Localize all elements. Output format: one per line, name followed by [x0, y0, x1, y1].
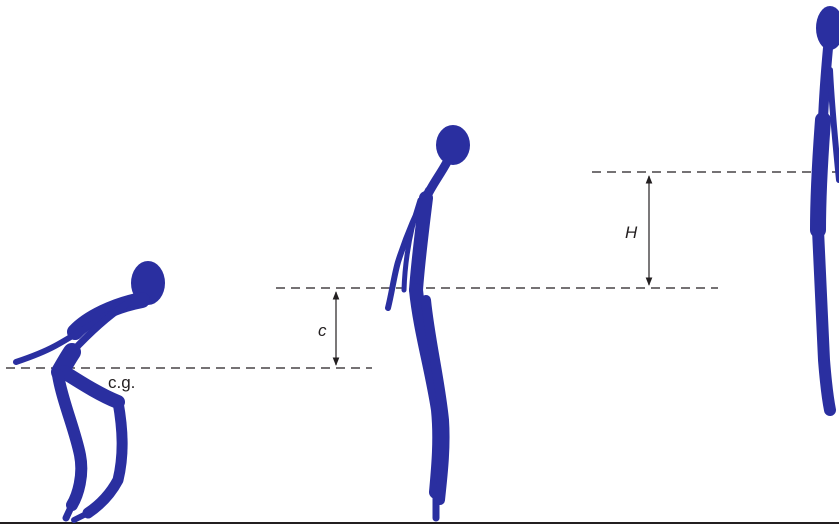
- airborne-figure: [810, 6, 839, 416]
- h-label: H: [625, 223, 638, 242]
- cg-label: c.g.: [108, 373, 136, 392]
- c-label: c: [318, 321, 327, 340]
- crouching-figure: [13, 261, 165, 523]
- standing-figure: [385, 125, 470, 522]
